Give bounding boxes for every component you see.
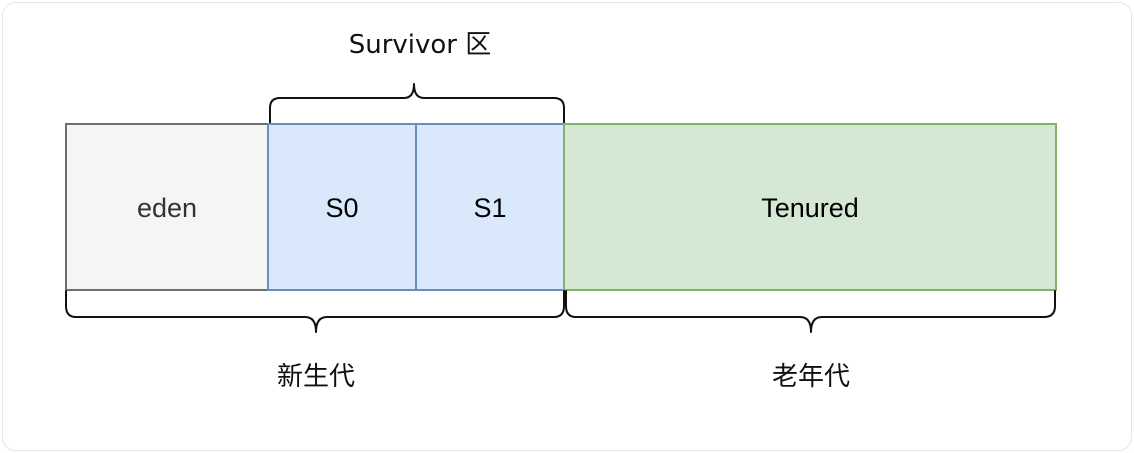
tenured-label: Tenured [761,193,859,223]
s1-rect [415,123,565,291]
survivor-s0-block: S0 [267,123,417,291]
old-gen-brace [565,290,1056,333]
s0-rect [267,123,417,291]
young-gen-label: 新生代 [277,362,355,392]
young-gen-brace [65,290,565,333]
old-gen-label: 老年代 [772,362,850,392]
s1-label: S1 [473,193,506,223]
survivor-group-label: Survivor 区 [349,30,492,60]
eden-label: eden [137,193,197,223]
survivor-brace [269,83,565,124]
survivor-s1-block: S1 [415,123,565,291]
tenured-block: Tenured [563,123,1057,291]
s0-label: S0 [325,193,358,223]
eden-block: eden [65,123,269,291]
tenured-rect [563,123,1057,291]
eden-rect [65,123,269,291]
